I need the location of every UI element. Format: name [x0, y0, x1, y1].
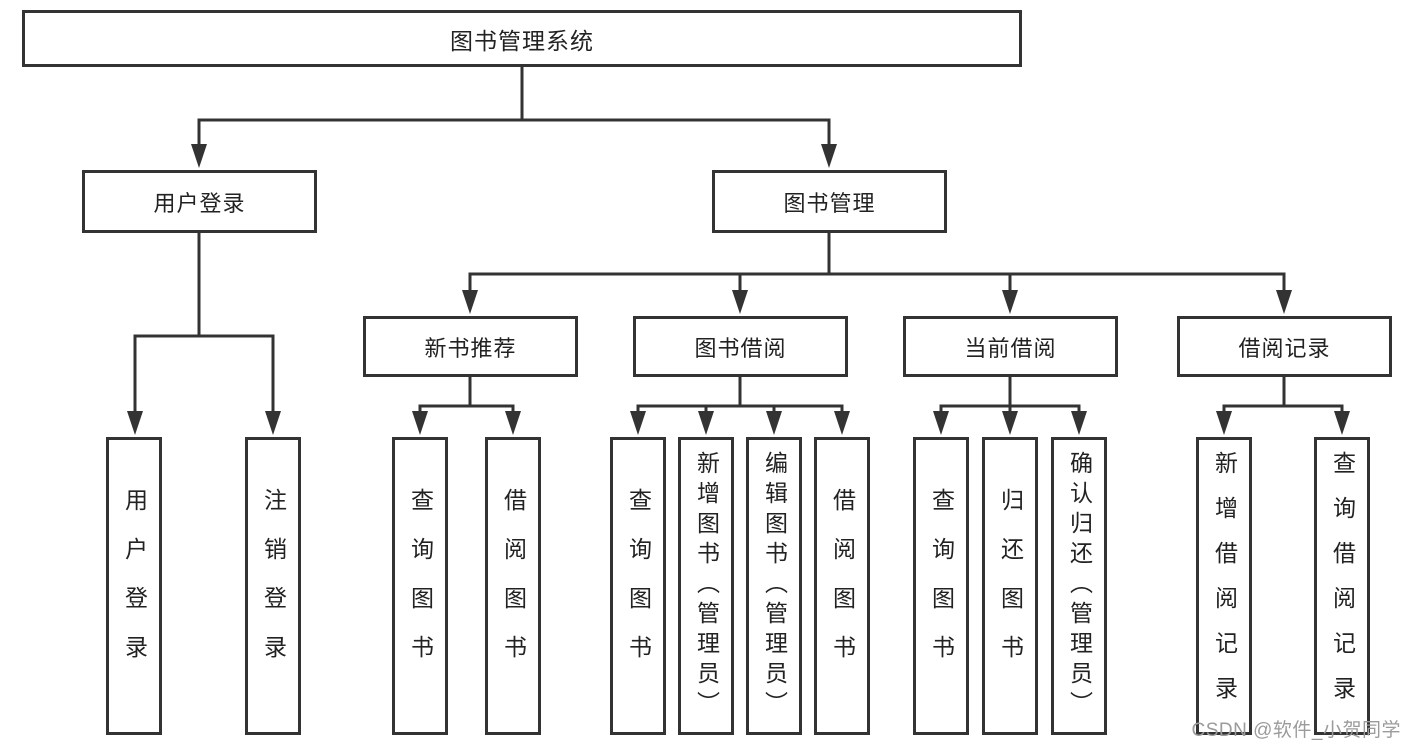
connector-root-branch	[197, 118, 831, 158]
arrowhead	[1002, 411, 1018, 435]
node-label: 图书借阅	[694, 335, 787, 361]
connector-login-branch	[133, 334, 275, 425]
leaf-query-borrow-record: 查询借阅记录	[1314, 437, 1370, 735]
node-label: 图书管理	[783, 190, 876, 216]
connector-records-branch	[1222, 404, 1344, 424]
node-new-book-recommend: 新书推荐	[363, 316, 578, 377]
leaf-label: 查询图书	[625, 488, 652, 684]
arrowhead	[698, 411, 714, 435]
node-book-borrow: 图书借阅	[633, 316, 848, 377]
leaf-label: 注销登录	[260, 488, 287, 684]
arrowhead	[821, 144, 837, 168]
leaf-label: 用户登录	[121, 488, 148, 684]
arrowhead	[630, 411, 646, 435]
leaf-label: 确认归还（管理员）	[1066, 451, 1093, 721]
leaf-label: 新增图书（管理员）	[693, 451, 720, 721]
node-current-borrow: 当前借阅	[903, 316, 1118, 377]
arrowhead	[834, 411, 850, 435]
leaf-label: 查询图书	[928, 488, 955, 684]
leaf-label: 查询借阅记录	[1329, 451, 1356, 721]
node-label: 新书推荐	[424, 335, 517, 361]
node-label: 图书管理系统	[450, 27, 594, 54]
arrowhead	[732, 290, 748, 314]
leaf-query-books-borrow: 查询图书	[610, 437, 666, 735]
arrowhead	[933, 411, 949, 435]
leaf-user-login: 用户登录	[106, 437, 162, 735]
node-label: 借阅记录	[1238, 335, 1331, 361]
watermark: CSDN @软件_小贺同学	[1191, 720, 1401, 741]
arrowhead	[505, 411, 521, 435]
arrowhead	[412, 411, 428, 435]
arrowhead	[1334, 411, 1350, 435]
leaf-query-books-current: 查询图书	[913, 437, 969, 735]
arrowhead	[1071, 411, 1087, 435]
leaf-edit-books-admin: 编辑图书（管理员）	[746, 437, 802, 735]
node-library-management-system: 图书管理系统	[22, 10, 1022, 67]
arrowhead	[191, 144, 207, 168]
arrowhead	[766, 411, 782, 435]
leaf-return-books: 归还图书	[982, 437, 1038, 735]
arrowhead	[1216, 411, 1232, 435]
leaf-label: 新增借阅记录	[1211, 451, 1238, 721]
arrowhead	[462, 290, 478, 314]
leaf-label: 编辑图书（管理员）	[761, 451, 788, 721]
leaf-label: 归还图书	[997, 488, 1024, 684]
leaf-add-books-admin: 新增图书（管理员）	[678, 437, 734, 735]
leaf-label: 查询图书	[407, 488, 434, 684]
node-user-login: 用户登录	[82, 170, 317, 233]
leaf-label: 借阅图书	[829, 488, 856, 684]
arrowhead	[1276, 290, 1292, 314]
arrowhead	[265, 411, 281, 435]
node-label: 用户登录	[153, 190, 246, 216]
leaf-borrow-books-recommend: 借阅图书	[485, 437, 541, 735]
leaf-query-books-recommend: 查询图书	[392, 437, 448, 735]
arrowhead	[127, 411, 143, 435]
connector-newbook-branch	[418, 404, 515, 424]
leaf-label: 借阅图书	[500, 488, 527, 684]
leaf-borrow-books: 借阅图书	[814, 437, 870, 735]
leaf-add-borrow-record: 新增借阅记录	[1196, 437, 1252, 735]
leaf-confirm-return-admin: 确认归还（管理员）	[1051, 437, 1107, 735]
connector-mgmt-branch	[468, 272, 1286, 304]
node-label: 当前借阅	[964, 335, 1057, 361]
node-book-management: 图书管理	[712, 170, 947, 233]
connector-borrow-branch	[636, 404, 844, 424]
leaf-logout: 注销登录	[245, 437, 301, 735]
arrowhead	[1002, 290, 1018, 314]
node-borrow-records: 借阅记录	[1177, 316, 1392, 377]
